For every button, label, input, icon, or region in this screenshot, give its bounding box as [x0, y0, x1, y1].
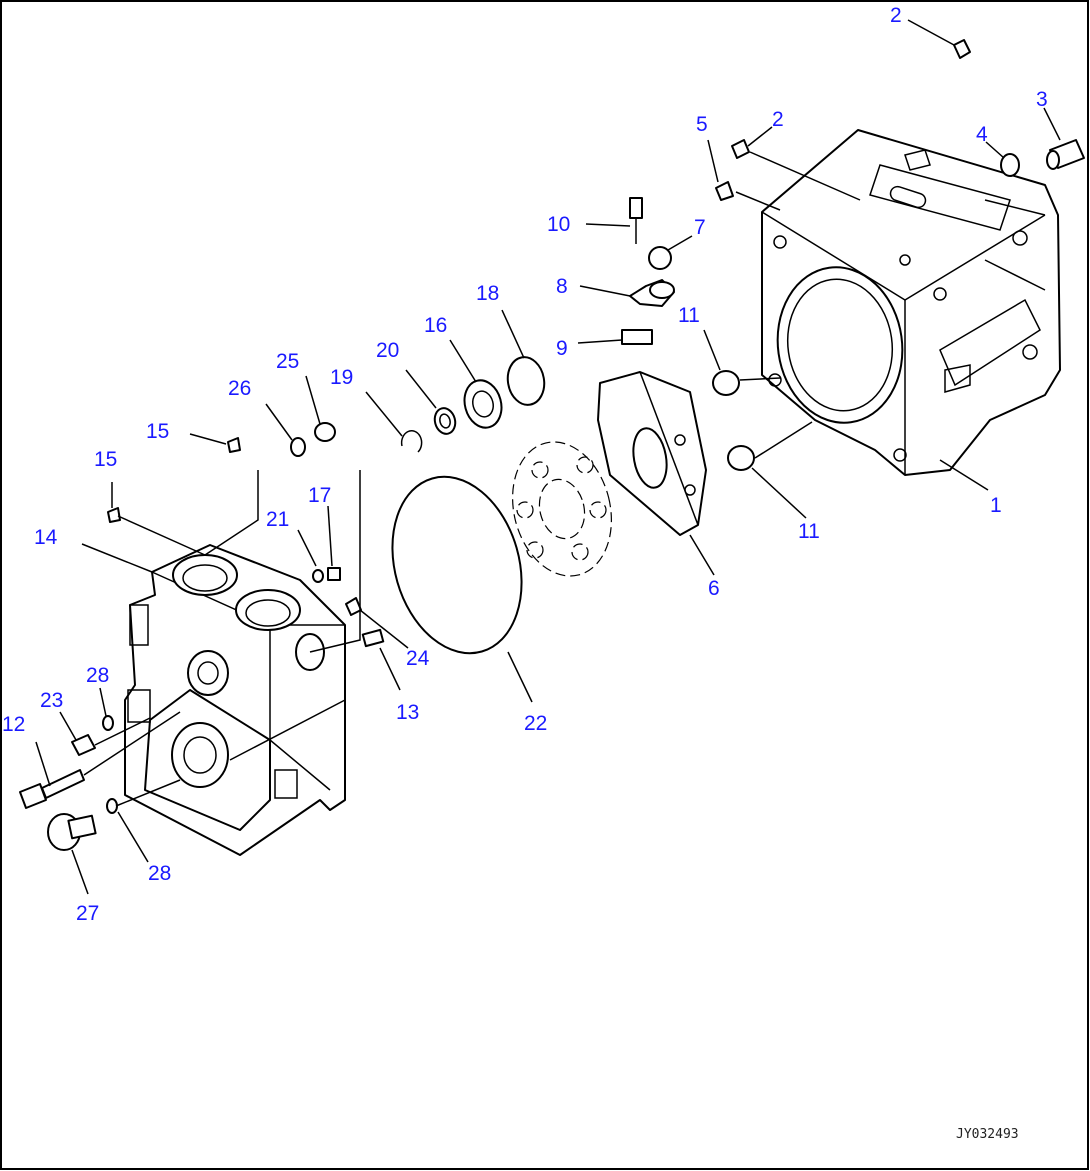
- callout-28-upper: 28: [86, 664, 109, 687]
- callout-6: 6: [708, 577, 720, 600]
- callout-7: 7: [694, 216, 706, 239]
- callout-18: 18: [476, 282, 499, 305]
- callout-17: 17: [308, 484, 331, 507]
- callout-2-mid: 2: [772, 108, 784, 131]
- callout-27: 27: [76, 902, 99, 925]
- part-14-body: [124, 544, 346, 856]
- callout-5: 5: [696, 113, 708, 136]
- callout-1: 1: [990, 494, 1002, 517]
- drawing-id-label: JY032493: [956, 1127, 1019, 1142]
- part-6-cover: [597, 371, 707, 536]
- callout-15-lower: 15: [94, 448, 117, 471]
- callout-15-upper: 15: [146, 420, 169, 443]
- valve-plate: [512, 441, 612, 577]
- callout-3: 3: [1036, 88, 1048, 111]
- callout-10: 10: [547, 213, 570, 236]
- small-parts: [19, 39, 1085, 851]
- callout-19: 19: [330, 366, 353, 389]
- callout-28-lower: 28: [148, 862, 171, 885]
- callout-21: 21: [266, 508, 289, 531]
- callout-13: 13: [396, 701, 419, 724]
- callout-8: 8: [556, 275, 568, 298]
- callout-12: 12: [2, 713, 25, 736]
- callout-11-upper: 11: [678, 304, 700, 327]
- callout-22: 22: [524, 712, 547, 735]
- part-22-oring: [391, 475, 523, 655]
- callout-20: 20: [376, 339, 399, 362]
- part-1-housing: [761, 129, 1061, 476]
- callout-11-lower: 11: [798, 520, 820, 543]
- callout-23: 23: [40, 689, 63, 712]
- callout-25: 25: [276, 350, 299, 373]
- callout-16: 16: [424, 314, 447, 337]
- callout-14: 14: [34, 526, 58, 549]
- callout-24: 24: [406, 647, 430, 670]
- callout-labels: 2 2 3 4 5 7 10 8 9 11 11 18 16 20 19 25 …: [2, 4, 1048, 925]
- leader-lines: [35, 19, 1061, 895]
- callout-4: 4: [976, 123, 988, 146]
- callout-9: 9: [556, 337, 568, 360]
- callout-2-top: 2: [890, 4, 902, 27]
- callout-26: 26: [228, 377, 251, 400]
